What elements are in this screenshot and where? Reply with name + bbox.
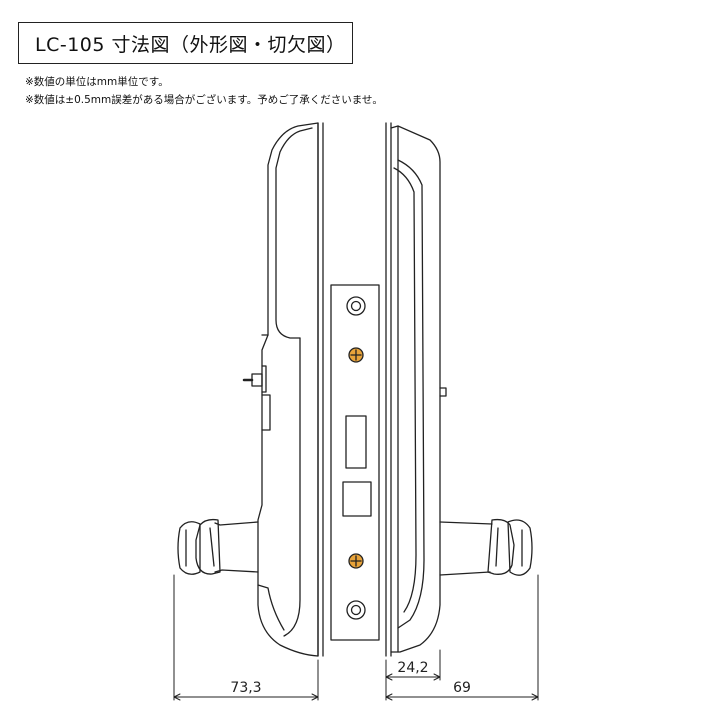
outer-unit <box>242 122 324 657</box>
page-title: LC-105 寸法図（外形図・切欠図） <box>35 33 346 56</box>
outer-lever <box>177 518 259 575</box>
mortise-faceplate <box>330 284 380 641</box>
inner-unit <box>385 122 447 657</box>
inner-lever <box>439 518 533 576</box>
dimension-inner-total: 69 <box>453 680 471 696</box>
dimension-lines <box>173 574 539 701</box>
dimension-outer-width: 73,3 <box>230 680 261 696</box>
note-unit: ※数値の単位はmm単位です。 <box>25 76 169 88</box>
note-tolerance: ※数値は±0.5mm誤差がある場合がございます。予めご了承くださいませ。 <box>25 94 383 106</box>
dimension-inner-depth: 24,2 <box>397 660 428 676</box>
title-box: LC-105 寸法図（外形図・切欠図） <box>18 22 353 64</box>
